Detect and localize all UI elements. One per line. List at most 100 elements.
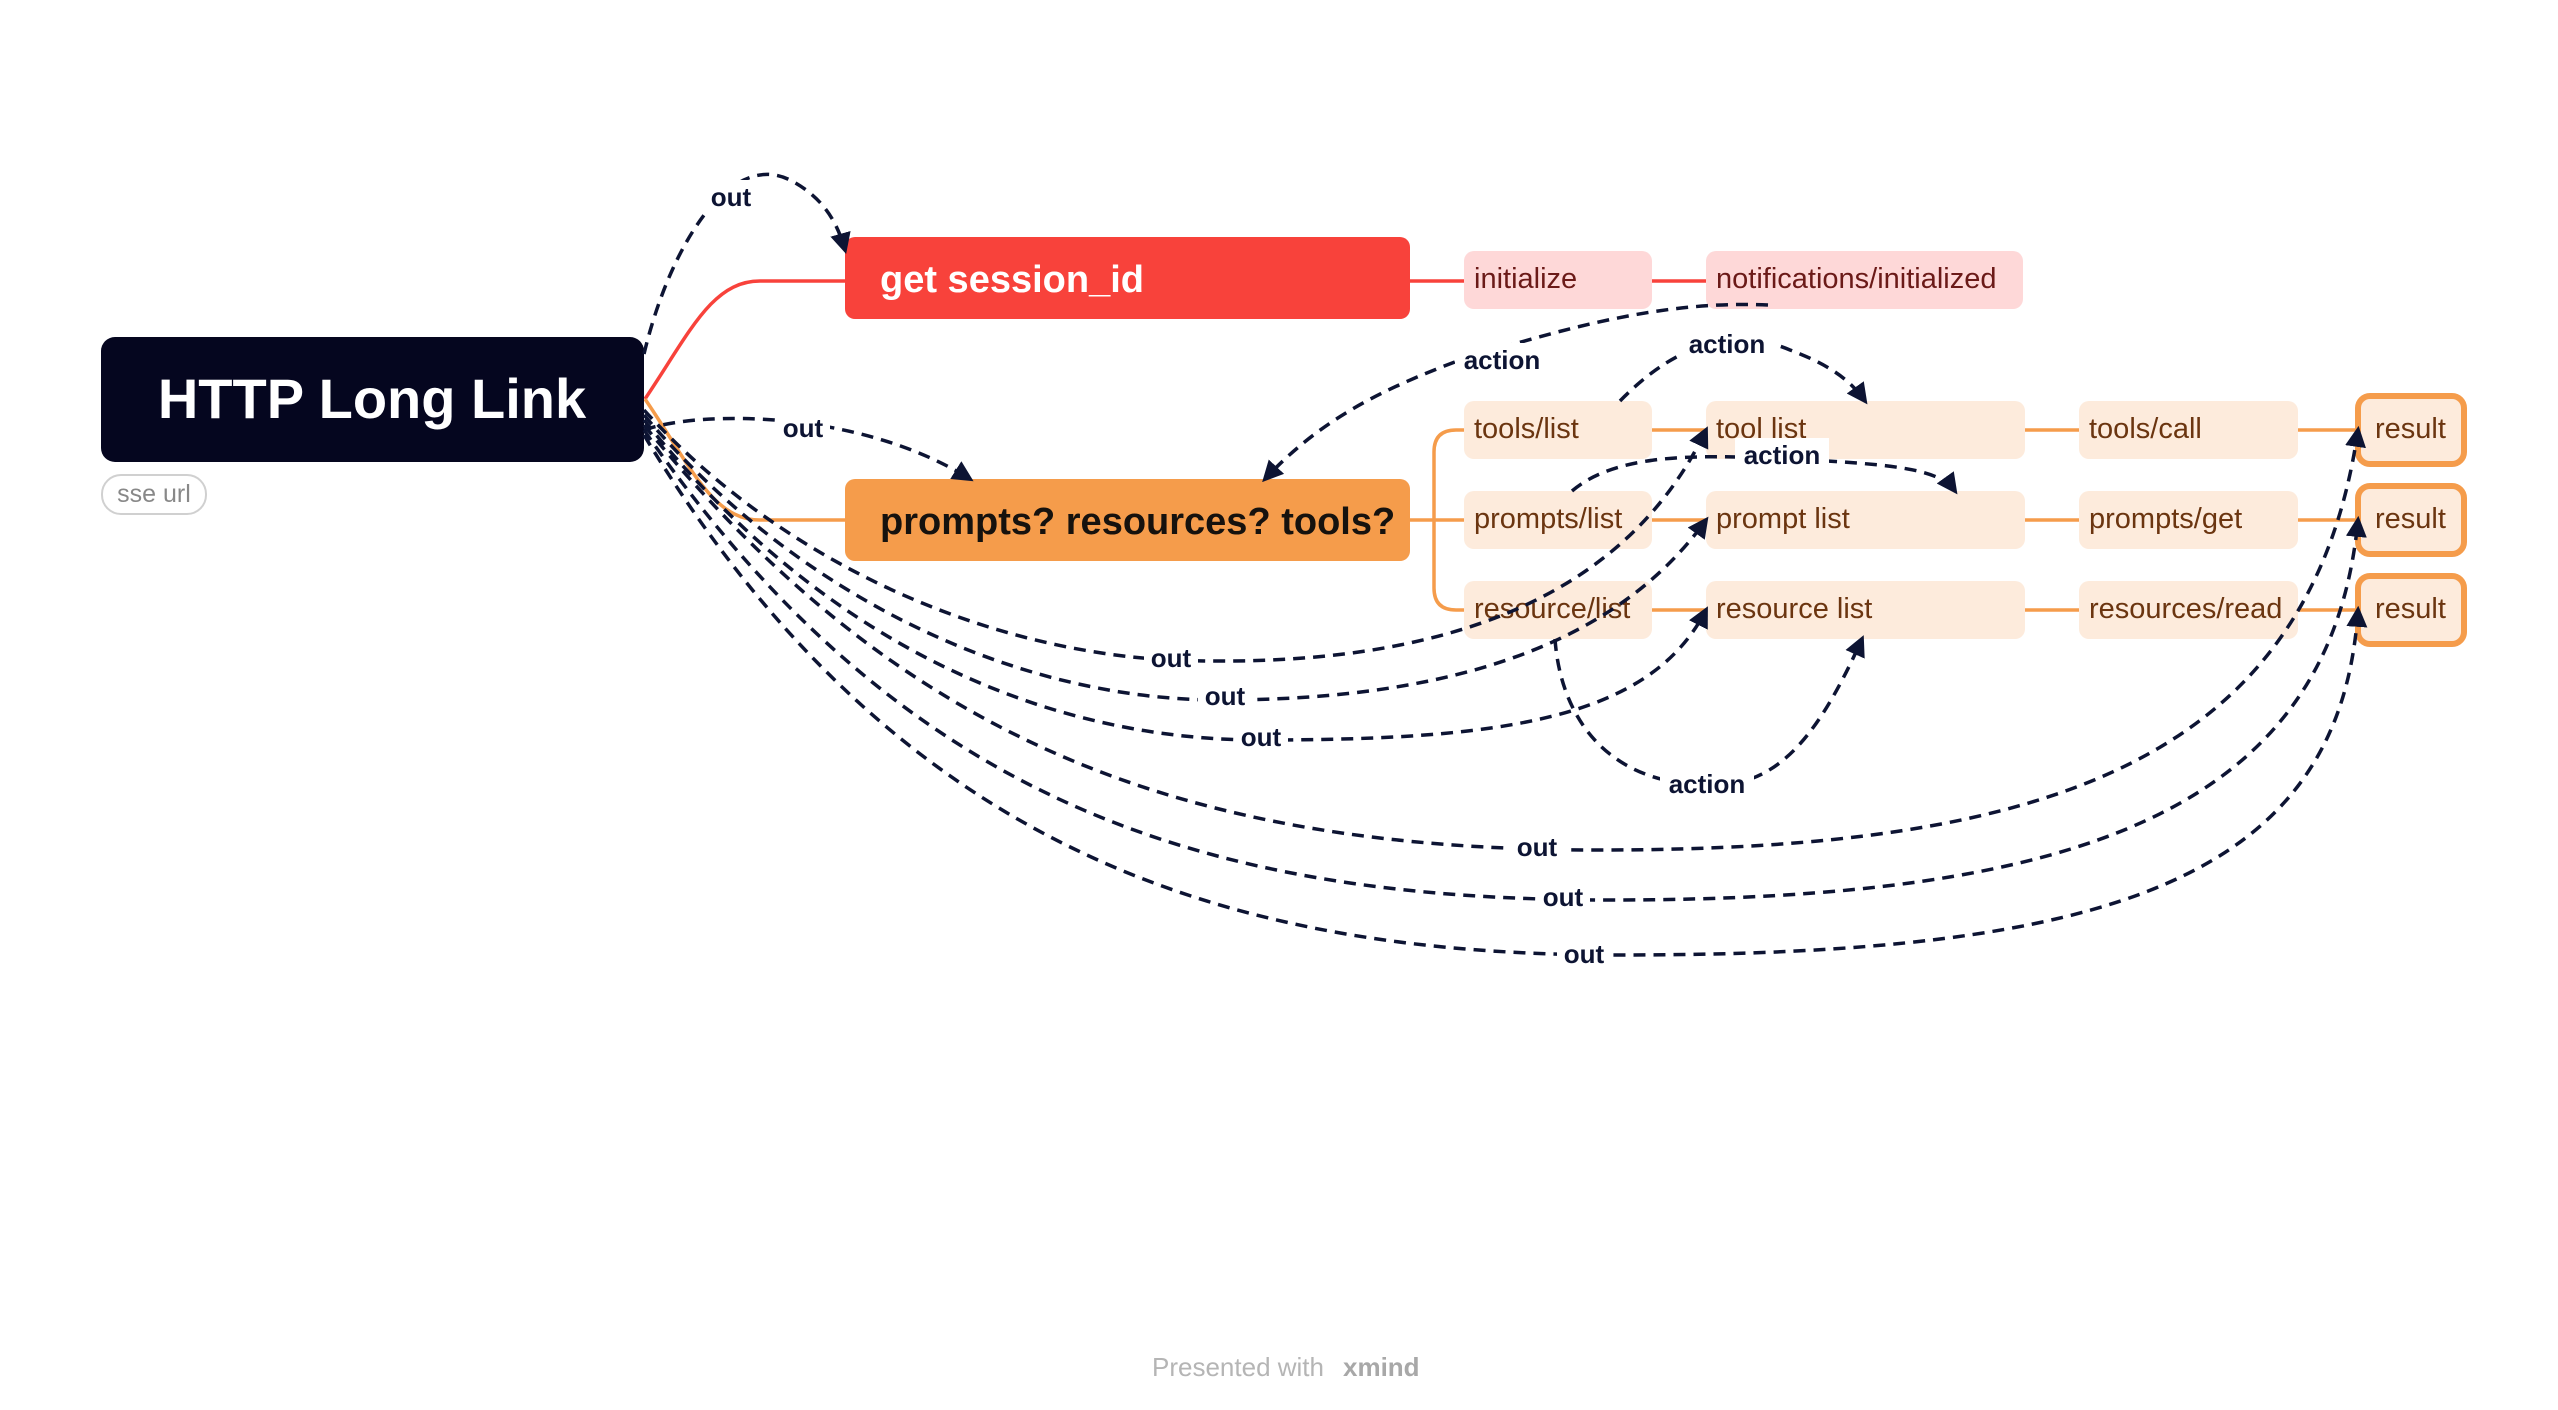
action-label-resources-backing [1660,767,1754,801]
out-label-capabilities-backing [776,411,830,445]
session-node-box [845,237,1410,319]
out-label-session-text: out [711,182,752,212]
initialize-node-label: initialize [1474,263,1577,295]
prompts-list-node[interactable]: prompts/list [1464,491,1652,549]
action-label-resources[interactable]: action [1660,767,1754,801]
out-label-tools-result[interactable]: out [1510,830,1564,864]
prompts-row: prompts/list prompt list prompts/get res… [1464,483,2467,557]
action-label-tools-backing [1680,327,1774,361]
out-label-prompt-list-text: out [1205,681,1246,711]
out-label-prompt-list-backing [1198,679,1252,713]
action-prompts-list-to-prompt-list-arrow[interactable] [1570,454,1958,495]
action-resource-list-to-resource-list-arrow[interactable] [1553,635,1865,788]
root-note-label: sse url [117,480,191,508]
tools-list-node-label: tools/list [1474,413,1579,445]
action-label-capabilities-backing [1455,343,1549,377]
prompt-list-node-label: prompt list [1716,503,1850,535]
prompt-list-node-box [1706,491,2025,549]
out-label-resources-result-backing [1557,937,1611,971]
out-label-tool-list[interactable]: out [1144,641,1198,675]
notifications-initialized-node[interactable]: notifications/initialized [1706,251,2023,309]
root-note-box [101,474,207,515]
out-label-tools-result-backing [1510,830,1564,864]
action-label-tools[interactable]: action [1680,327,1774,361]
xmind-brand-label: xmind [1343,1352,1420,1382]
tools-call-node-box [2079,401,2298,459]
root-node-box [101,337,644,462]
action-to-capabilities-arrow[interactable] [1262,302,1769,483]
out-label-capabilities-text: out [783,413,824,443]
out-label-resources-result-text: out [1564,939,1605,969]
resource-list-node[interactable]: resource list [1706,581,2025,639]
resources-row: resource/list resource list resources/re… [1464,573,2467,647]
resource-list-call-node[interactable]: resource/list [1464,581,1652,639]
resource-list-call-node-label: resource/list [1474,593,1630,625]
prompt-list-node[interactable]: prompt list [1706,491,2025,549]
resource-list-node-box [1706,581,2025,639]
root-to-session-connector [643,279,845,400]
out-label-capabilities[interactable]: out [776,411,830,445]
action-label-capabilities-text: action [1464,345,1541,375]
resource-list-node-label: resource list [1716,593,1872,625]
prompts-get-node[interactable]: prompts/get [2079,491,2298,549]
out-root-to-session-arrow[interactable] [642,172,851,355]
presented-with-footer: Presented with xmind [1152,1352,1420,1382]
notifications-initialized-node-label: notifications/initialized [1716,263,1996,295]
tools-result-node[interactable]: result [2355,393,2467,467]
capabilities-node-label: prompts? resources? tools? [880,501,1395,543]
resources-result-node[interactable]: result [2355,573,2467,647]
out-label-prompts-result-text: out [1543,882,1584,912]
session-node[interactable]: get session_id [845,237,1410,319]
resource-list-call-node-box [1464,581,1652,639]
prompts-result-node-label: result [2375,503,2446,535]
out-label-tool-list-backing [1144,641,1198,675]
root-title: HTTP Long Link [158,367,587,430]
tools-result-node-label: result [2375,413,2446,445]
initialize-node-box [1464,251,1652,309]
out-label-resource-list[interactable]: out [1234,720,1288,754]
resources-read-node[interactable]: resources/read [2079,581,2298,639]
out-label-session[interactable]: out [704,180,758,214]
tools-row: tools/list tool list tools/call result [1464,393,2467,467]
capabilities-node-box [845,479,1410,561]
root-node[interactable]: HTTP Long Link [101,337,644,462]
capabilities-bracket [1432,428,1464,612]
action-label-prompts-backing [1735,438,1829,472]
out-label-resources-result[interactable]: out [1557,937,1611,971]
prompts-get-node-box [2079,491,2298,549]
prompts-list-node-box [1464,491,1652,549]
session-node-label: get session_id [880,259,1144,301]
resources-read-node-box [2079,581,2298,639]
prompts-result-node[interactable]: result [2355,483,2467,557]
out-label-tool-list-text: out [1151,643,1192,673]
out-root-to-prompts-result-arrow[interactable] [642,429,2367,902]
out-label-session-backing [704,180,758,214]
resources-result-node-label: result [2375,593,2446,625]
prompts-get-node-label: prompts/get [2089,503,2242,535]
presented-with-label: Presented with [1152,1352,1324,1382]
out-label-prompts-result[interactable]: out [1536,880,1590,914]
out-root-to-resource-list-arrow[interactable] [642,418,1708,742]
tools-call-node-label: tools/call [2089,413,2202,445]
initialize-node[interactable]: initialize [1464,251,1652,309]
resources-read-node-label: resources/read [2089,593,2282,625]
prompts-list-node-label: prompts/list [1474,503,1622,535]
tools-call-node[interactable]: tools/call [2079,401,2298,459]
tools-list-node-box [1464,401,1652,459]
action-label-prompts[interactable]: action [1735,438,1829,472]
action-label-resources-text: action [1669,769,1746,799]
action-label-capabilities[interactable]: action [1455,343,1549,377]
out-label-prompt-list[interactable]: out [1198,679,1252,713]
action-label-tools-text: action [1689,329,1766,359]
out-label-prompts-result-backing [1536,880,1590,914]
root-note[interactable]: sse url [101,474,207,515]
capabilities-node[interactable]: prompts? resources? tools? [845,479,1410,561]
out-label-tools-result-text: out [1517,832,1558,862]
out-root-to-tools-result-arrow[interactable] [642,423,2366,852]
notifications-initialized-node-box [1706,251,2023,309]
relationship-labels: out out action action action action [704,180,1829,971]
out-label-resource-list-text: out [1241,722,1282,752]
tools-list-node[interactable]: tools/list [1464,401,1652,459]
